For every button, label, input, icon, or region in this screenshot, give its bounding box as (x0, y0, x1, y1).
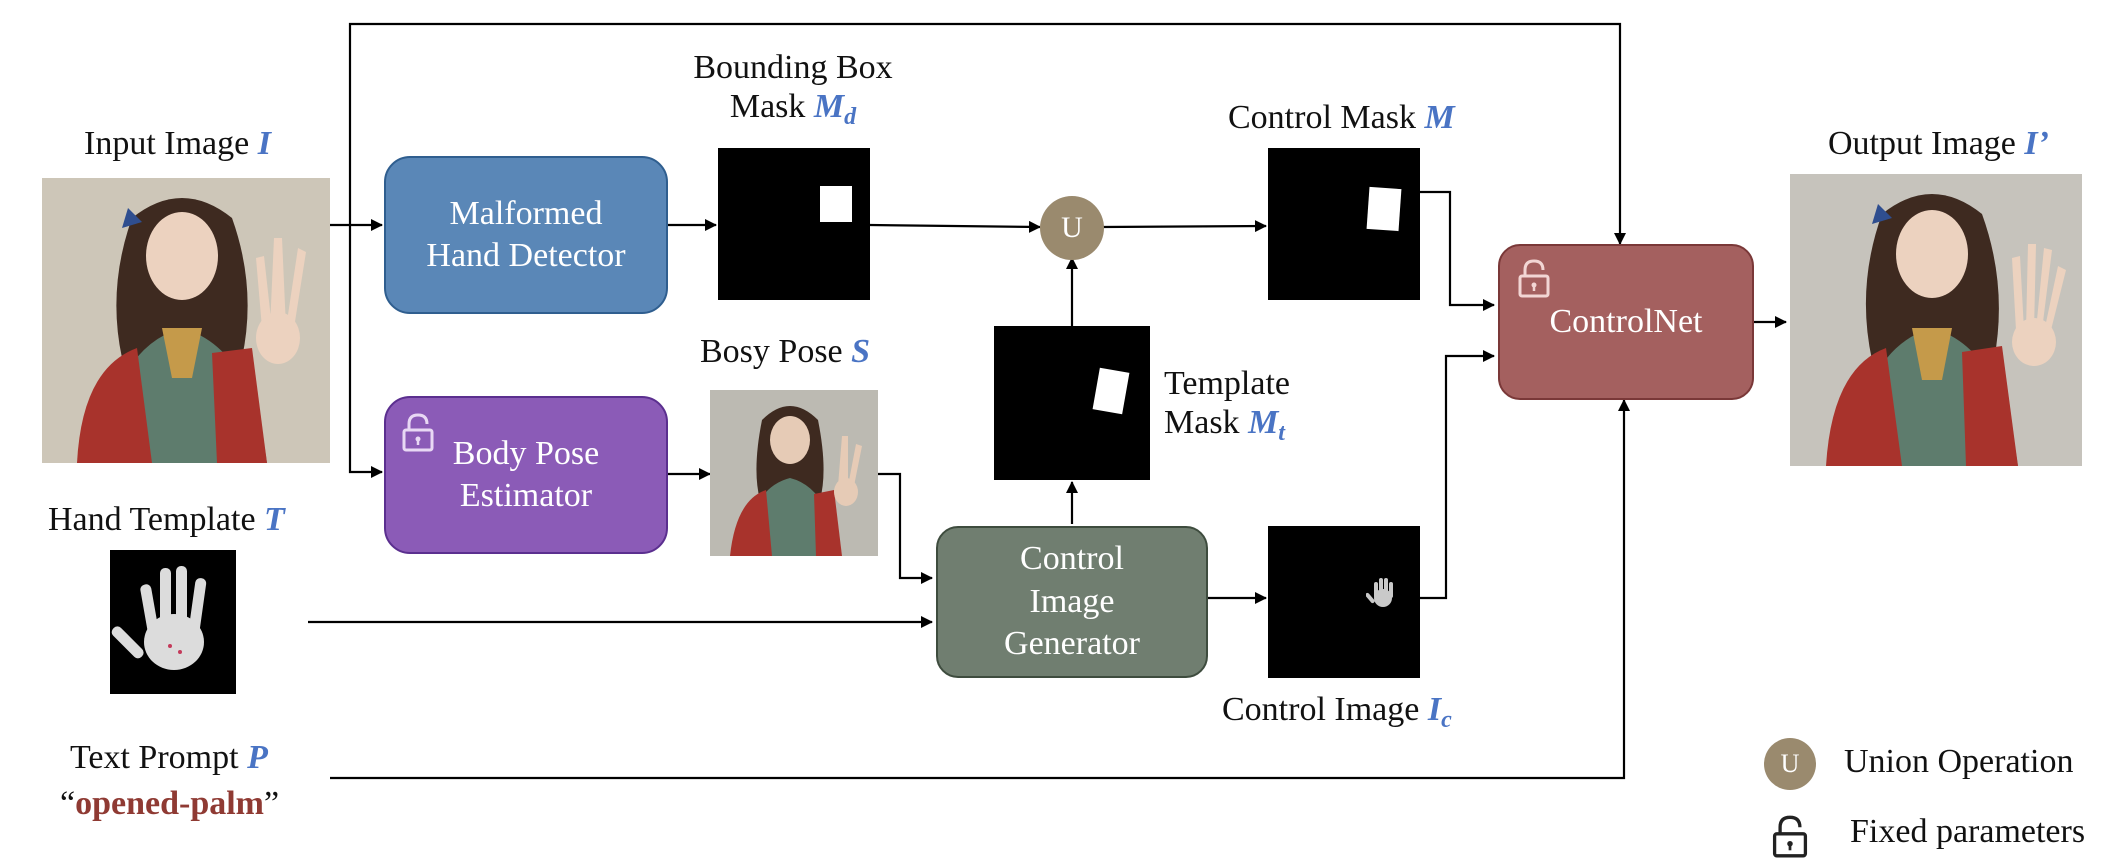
text-prompt-label-text: Text Prompt (70, 739, 239, 776)
template-mask-symbol: M (1248, 404, 1279, 442)
control-mask-label: Control Mask M (1228, 98, 1455, 137)
input-image-label: Input Image I (84, 124, 271, 163)
control-mask-symbol: M (1424, 99, 1455, 136)
input-image-symbol: I (257, 125, 271, 162)
wire-bbox-to-union (869, 220, 1041, 233)
legend-lock-icon (1772, 815, 1808, 858)
malformed-hand-detector-label: Malformed Hand Detector (426, 194, 626, 275)
text-prompt-label: Text Prompt P (70, 738, 268, 777)
output-image (1790, 174, 2082, 466)
open-hand-graphic (110, 550, 236, 694)
bbox-mask-label-line1: Bounding Box (693, 49, 893, 86)
hand-template-label-text: Hand Template (48, 501, 256, 538)
wire-bodypose-to-generator (878, 472, 933, 584)
control-mask-label-text: Control Mask (1228, 99, 1416, 136)
lock-icon (1518, 259, 1550, 298)
wire-input-to-controlnet (348, 22, 1626, 245)
prompt-close-quote: ” (264, 785, 280, 822)
union-operation-node: U (1040, 196, 1104, 260)
lock-icon (402, 413, 434, 452)
control-image (1268, 526, 1420, 678)
control-image-label: Control Image Ic (1222, 690, 1452, 735)
bbox-mask-mask-word: Mask (729, 88, 806, 126)
body-pose-estimator-label: Body Pose Estimator (452, 434, 600, 515)
body-pose-label: Bosy Pose S (700, 332, 870, 371)
girl-portrait-graphic (42, 178, 330, 463)
control-mask-region (1366, 186, 1402, 232)
output-portrait-graphic (1790, 174, 2082, 466)
body-pose-image (710, 390, 878, 556)
control-image-generator-label: Control Image Generator (1004, 540, 1140, 663)
wire-prompt-to-controlnet (330, 399, 1630, 780)
bbox-mask-subscript: d (844, 104, 857, 131)
pose-portrait-graphic (710, 390, 878, 556)
legend-fixed-label: Fixed parameters (1850, 813, 2086, 850)
control-image-hand-graphic (1366, 578, 1393, 607)
bbox-mask-label-line2: Mask Md (688, 87, 898, 132)
bbox-mask-image (718, 148, 870, 300)
controlnet-box: ControlNet (1498, 244, 1754, 400)
text-prompt-value: “opened-palm” (60, 784, 279, 823)
union-symbol: U (1061, 211, 1083, 245)
template-mask-label-line1: Template (1164, 365, 1291, 402)
legend-union-symbol: U (1780, 748, 1800, 778)
body-pose-symbol: S (851, 333, 871, 370)
hand-template-image (110, 550, 236, 694)
legend-union-label: Union Operation (1844, 743, 2074, 780)
control-image-subscript: c (1441, 707, 1452, 733)
wire-controlmask-to-controlnet (1420, 190, 1495, 311)
bbox-mask-label: Bounding Box Mask Md (688, 48, 898, 132)
template-mask-mask-word: Mask (1164, 404, 1240, 442)
legend-union-icon: U (1764, 738, 1816, 790)
input-image-label-text: Input Image (84, 125, 250, 162)
wire-input-to-pose (348, 225, 383, 478)
malformed-hand-detector-box: Malformed Hand Detector (384, 156, 668, 314)
template-mask-label-line2: Mask Mt (1164, 403, 1290, 448)
output-image-label: Output Image I’ (1828, 124, 2049, 163)
template-mask-label: Template Mask Mt (1164, 364, 1290, 448)
template-mask-image (994, 326, 1150, 480)
bbox-mask-region (820, 186, 852, 222)
output-image-symbol: I’ (2024, 125, 2049, 162)
controlnet-label: ControlNet (1549, 302, 1703, 340)
output-image-label-text: Output Image (1828, 125, 2016, 162)
wire-controlimage-to-controlnet (1420, 350, 1495, 600)
hand-template-label: Hand Template T (48, 500, 285, 539)
hand-template-symbol: T (264, 501, 285, 538)
body-pose-estimator-box: Body Pose Estimator (384, 396, 668, 554)
template-mask-subscript: t (1278, 420, 1285, 447)
control-image-generator-box: Control Image Generator (936, 526, 1208, 678)
bbox-mask-symbol: M (813, 88, 845, 126)
text-prompt-symbol: P (247, 739, 268, 776)
control-mask-image (1268, 148, 1420, 300)
control-image-label-text: Control Image (1222, 691, 1420, 728)
template-mask-region (1092, 367, 1130, 415)
control-image-symbol: I (1427, 691, 1442, 728)
prompt-open-quote: “ (60, 785, 76, 822)
body-pose-label-text: Bosy Pose (700, 333, 843, 370)
prompt-text: opened-palm (75, 785, 265, 822)
input-image (42, 178, 330, 463)
wire-union-to-controlmask (1101, 220, 1267, 233)
